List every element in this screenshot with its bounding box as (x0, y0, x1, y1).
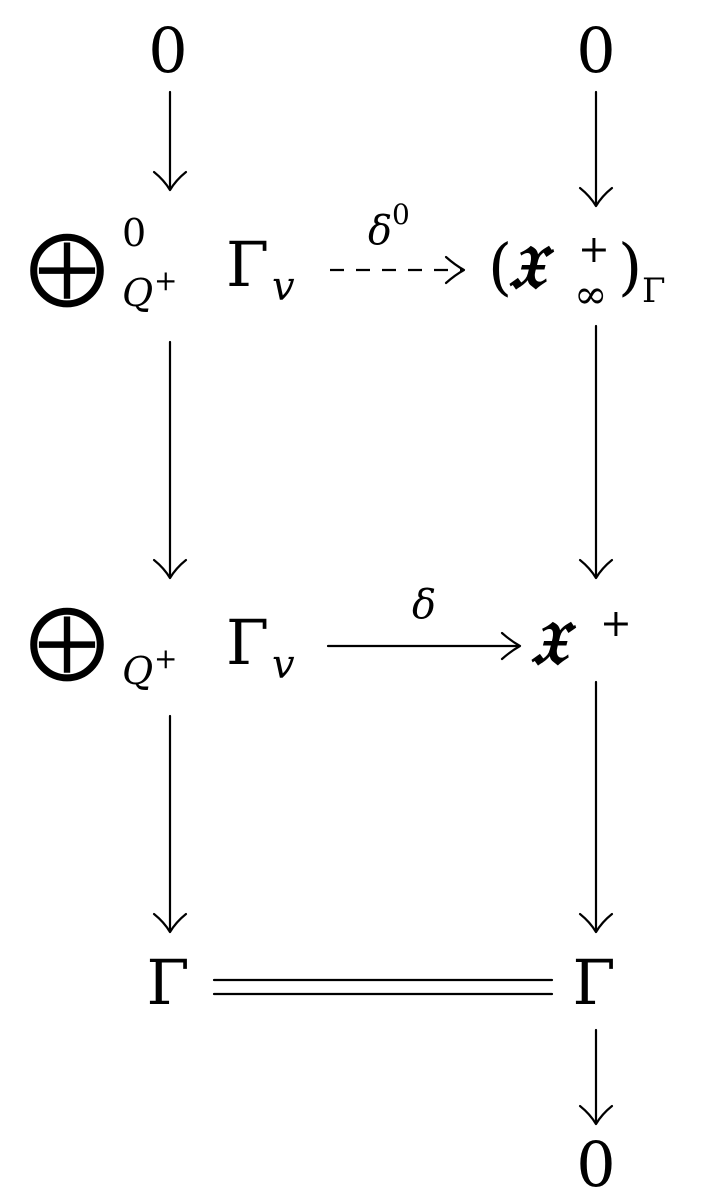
arrow-right-row2-to-row3 (578, 680, 614, 934)
node-row3-left-gamma: Γ (146, 946, 189, 1019)
direct-sum-subscript-q: Q (122, 271, 153, 315)
arrow-delta0-label: δ (368, 208, 392, 254)
frak-x-symbol: 𝔛 (530, 609, 577, 679)
gamma-symbol: Γ (226, 228, 269, 301)
open-paren: ( (488, 230, 512, 303)
node-row1-left: ⨁ 0 Q + Γ v (28, 211, 295, 315)
frak-x-superscript-plus: + (600, 601, 632, 645)
arrow-left-top-to-row1 (152, 90, 188, 192)
gamma-symbol: Γ (226, 606, 269, 679)
frak-x-symbol: 𝔛 (508, 233, 555, 303)
node-top-right-zero: 0 (576, 14, 615, 87)
direct-sum-subscript-plus: + (154, 642, 177, 675)
direct-sum-symbol: ⨁ (28, 595, 106, 685)
gamma-subscript-v: v (272, 264, 295, 310)
direct-sum-superscript: 0 (122, 211, 146, 255)
arrow-left-row1-to-row2 (152, 340, 188, 580)
outer-subscript-gamma: Γ (642, 271, 666, 311)
arrow-left-row2-to-row3 (152, 714, 188, 934)
frak-x-superscript-plus: + (578, 227, 610, 271)
arrow-delta-solid: δ (326, 582, 522, 661)
arrow-delta0-dashed: δ 0 (330, 198, 466, 285)
node-row2-left: ⨁ Q + Γ v (28, 595, 295, 693)
equality-double-line (212, 978, 554, 996)
direct-sum-symbol: ⨁ (28, 221, 106, 311)
arrow-right-top-to-row1 (578, 90, 614, 208)
arrow-delta0-label-superscript: 0 (392, 198, 410, 231)
node-row1-right: ( 𝔛 + ∞ ) Γ (488, 227, 666, 318)
arrow-right-row1-to-row2 (578, 324, 614, 580)
direct-sum-subscript-plus: + (154, 264, 177, 297)
node-top-left-zero: 0 (148, 14, 187, 87)
direct-sum-subscript-q: Q (122, 649, 153, 693)
close-paren: ) (618, 230, 642, 303)
arrow-delta-label: δ (412, 582, 436, 628)
node-row2-right: 𝔛 + (530, 601, 632, 679)
frak-x-subscript-infinity: ∞ (574, 272, 607, 318)
gamma-subscript-v: v (272, 642, 295, 688)
node-row3-right-gamma: Γ (572, 946, 615, 1019)
node-bottom-right-zero: 0 (576, 1128, 615, 1191)
arrow-right-row3-to-bottom (578, 1028, 614, 1126)
